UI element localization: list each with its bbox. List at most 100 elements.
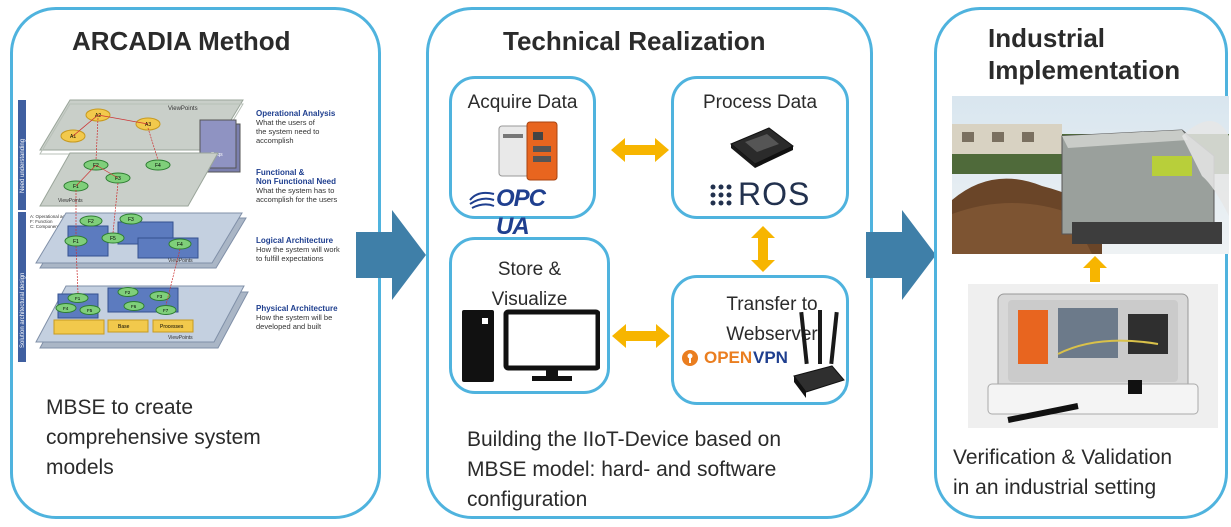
caption-line: comprehensive system [46,426,261,449]
layer-desc: accomplish [256,136,294,145]
desktop-computer-icon [462,309,600,382]
caption-line: MBSE to create [46,396,194,419]
opcua-logo: OPC UA [468,184,583,240]
fn-node-label: F3 [115,176,121,182]
layer-desc: to fulfill expectations [256,254,324,263]
phys-node [55,303,77,313]
layer-desc: What the users of [256,118,316,127]
double-arrow-horizontal-icon [612,324,670,348]
caption-line: in an industrial setting [953,476,1157,499]
phys-node [149,291,171,301]
layer-heading: Logical Architecture [256,236,334,245]
layer-heading: Physical Architecture [256,304,338,313]
compute-board-icon [730,127,794,168]
log-node [101,232,125,244]
store-title-line: Visualize [491,289,568,310]
transfer-webserver-title: Transfer to Webserver [702,290,842,350]
viewpoints-label-4: ViewPoints [168,335,193,341]
log-node [79,215,103,227]
arcadia-layer-diagram-svg: Need understanding Solution architectura… [18,99,340,362]
phys-node [117,287,139,297]
phys-node-label: F7 [163,308,169,313]
industrial-caption: Verification & Validation in an industri… [953,443,1172,503]
layer-desc: How the system will be [256,313,332,322]
layer-desc: developed and built [256,322,322,331]
up-arrow-icon [1083,256,1107,282]
store-title-line: Store & [497,259,562,280]
need-understanding-bar [18,100,26,210]
phys-node-label: F2 [125,290,131,295]
phys-node-label: F5 [87,308,93,313]
need-understanding-label: Need understanding [20,139,26,193]
caption-line: models [46,456,114,479]
caption-line: Verification & Validation [953,446,1173,469]
log-node-label: F2 [88,219,94,225]
industrial-title: Industrial Implementation [988,22,1180,86]
double-arrow-horizontal-icon [611,138,669,162]
solution-design-label: Solution architectural design [20,273,26,348]
store-visualize-title: Store & Visualize [449,255,610,315]
phys-node [67,293,89,303]
ros-logo: ROS [710,176,820,212]
fn-node-label: F4 [155,163,161,169]
flow-arrow-right-icon [866,210,936,300]
opcua-logo-text: OPC UA [496,185,546,240]
technical-title: Technical Realization [503,26,766,56]
arcadia-caption: MBSE to create comprehensive system mode… [46,393,261,483]
technical-caption: Building the IIoT-Device based on MBSE m… [467,425,781,515]
log-node-label: F4 [177,242,183,248]
arcadia-title: ARCADIA Method [72,26,291,56]
phys-node [155,305,177,315]
op-node-label: A3 [145,122,151,128]
layer-heading: Non Functional Need [256,177,336,186]
layer-heading: Functional & [256,168,305,177]
legend-line: A: Operational activity [30,214,75,219]
log-node [119,213,143,225]
router-antenna-icon [793,310,845,398]
legend-line: F: Function [30,219,53,224]
ros-dots-icon [710,184,732,206]
phys-node-label: F6 [131,304,137,309]
log-node-label: F5 [110,236,116,242]
op-node-label: A2 [95,113,101,119]
viewpoints-label-2: ViewPoints [58,198,83,204]
solution-design-bar [18,212,26,362]
log-node-label: F3 [128,217,134,223]
viewpoints-label-3: ViewPoints [168,258,193,264]
iiot-device-photo [968,284,1218,428]
acquire-data-title: Acquire Data [467,92,578,113]
flow-arrow-right-icon [356,210,426,300]
industrial-panel [934,7,1228,519]
fn-node-label: F1 [73,184,79,190]
layer-desc: accomplish for the users [256,195,338,204]
layer-desc: the system need to [256,127,319,136]
caption-line: Building the IIoT-Device based on [467,428,782,451]
layer-desc: What the system has to [256,186,334,195]
phys-component-label: Base [118,324,130,330]
openvpn-keyhole-icon [682,350,698,366]
log-node-label: F1 [73,239,79,245]
layer-desc: How the system will work [256,245,340,254]
process-data-box [671,76,849,219]
ros-logo-text: ROS [738,176,811,212]
phys-node [79,305,101,315]
layer-heading: Operational Analysis [256,109,336,118]
phys-node-label: F3 [157,294,163,299]
opcua-swirl-icon [469,191,495,209]
double-arrow-vertical-icon [751,226,775,272]
industrial-machine-photo [952,96,1229,254]
phys-node-label: F4 [63,306,69,311]
transfer-title-line: Transfer to [726,294,818,315]
caption-line: MBSE model: hard- and software [467,458,777,481]
caption-line: configuration [467,488,588,511]
viewpoints-label-1: ViewPoints [168,106,198,112]
industrial-title-line: Implementation [988,55,1181,85]
industrial-title-line: Industrial [988,23,1106,53]
openvpn-logo: OPEN VPN [681,346,801,370]
op-node-label: A1 [70,134,76,140]
openvpn-logo-open: OPEN [704,348,753,367]
openvpn-logo-vpn: VPN [753,348,788,367]
legend-line: C: Component [30,224,60,229]
fn-node-label: F2 [93,163,99,169]
phys-component-label: Processes [160,324,184,330]
